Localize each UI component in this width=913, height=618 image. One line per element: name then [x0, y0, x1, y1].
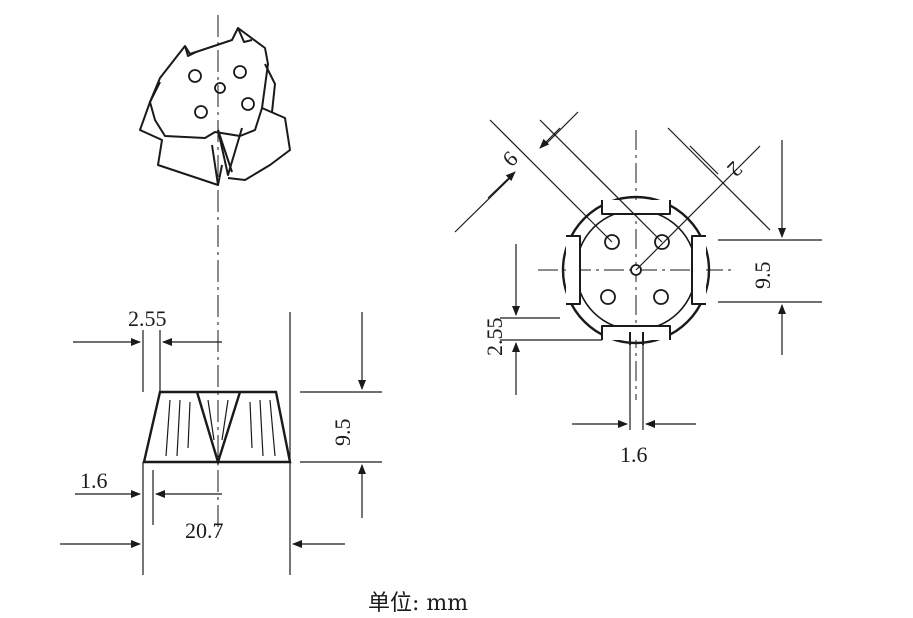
- unit-caption: 单位: mm: [368, 591, 468, 616]
- dim-top-slot-width: 1.6: [620, 442, 648, 467]
- top-hole: [600, 289, 616, 305]
- dim-side-slot-width: 1.6: [80, 468, 108, 493]
- dim-top-slot-offset: 2.55: [482, 318, 507, 357]
- dim-side-base-width: 20.7: [185, 518, 224, 543]
- isometric-view: [139, 27, 291, 186]
- side-view: [142, 390, 292, 467]
- isometric-hole: [188, 69, 202, 83]
- top-hole: [653, 289, 669, 305]
- dim-top-hole-diameter: 6: [497, 146, 522, 171]
- top-view: [561, 195, 711, 345]
- isometric-hole: [214, 82, 226, 94]
- dim-top-height: 9.5: [750, 262, 775, 290]
- dim-side-height: 9.5: [330, 419, 355, 447]
- isometric-hole: [241, 97, 255, 111]
- isometric-holes: [188, 65, 255, 119]
- dim-side-top-width: 2.55: [128, 306, 167, 331]
- isometric-hole: [233, 65, 247, 79]
- dim-top-center-hole: 2: [722, 157, 747, 182]
- isometric-hole: [194, 105, 208, 119]
- top-view-dimensions: [454, 111, 822, 430]
- side-view-dimensions: [60, 312, 382, 575]
